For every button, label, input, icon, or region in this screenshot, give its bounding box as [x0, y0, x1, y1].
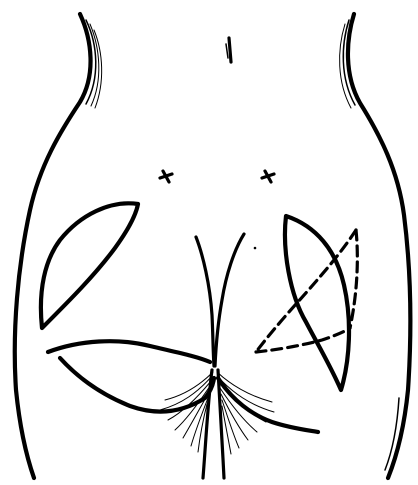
left-buttock-crease: [48, 341, 214, 411]
right-buttock-crease: [218, 378, 318, 432]
sacral-dimple-marks: [160, 171, 274, 182]
right-dashed-flap-outline: [256, 230, 357, 352]
small-dot: [254, 247, 257, 250]
right-body-contour: [340, 14, 411, 478]
spine-mark: [226, 38, 231, 62]
right-upper-incision-outline: [285, 216, 349, 390]
left-upper-incision-outline: [41, 203, 138, 328]
